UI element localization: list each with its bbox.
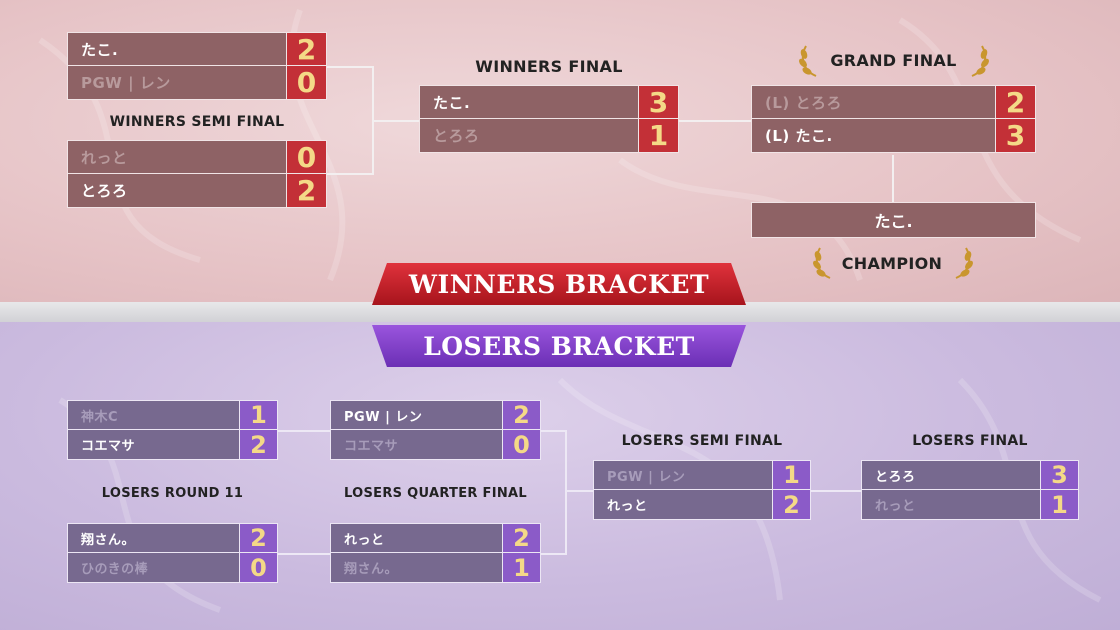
bracket-connector <box>278 430 330 432</box>
player-name: れっと <box>81 148 128 167</box>
laurel-right-icon <box>955 247 973 279</box>
player-name: 翔さん。 <box>344 562 399 577</box>
match-row: (L) たこ. 3 <box>751 119 1036 153</box>
player-score: 2 <box>502 401 540 429</box>
player-score: 1 <box>772 461 810 489</box>
losers-quarter-label: LOSERS QUARTER FINAL <box>344 486 527 501</box>
match-row: れっと 0 <box>67 140 327 174</box>
match-row: 神木C 1 <box>67 400 278 430</box>
losers-quarter-match-1: PGW | レン 2 コエマサ 0 <box>330 400 541 460</box>
player-name: PGW | レン <box>607 469 686 485</box>
player-score: 2 <box>239 524 277 552</box>
player-score: 1 <box>239 401 277 429</box>
champion-box: たこ. <box>751 202 1036 238</box>
player-score: 0 <box>502 430 540 459</box>
losers-semi-label: LOSERS SEMI FINAL <box>621 433 783 449</box>
winners-semi-label: WINNERS SEMI FINAL <box>109 114 285 130</box>
bracket-connector <box>811 490 861 492</box>
player-score: 2 <box>239 430 277 459</box>
match-row: 翔さん。 1 <box>330 553 541 583</box>
winners-semi-match-2: れっと 0 とろろ 2 <box>67 140 327 208</box>
laurel-left-icon <box>799 45 817 77</box>
bracket-connector <box>327 173 373 175</box>
player-name: PGW | レン <box>344 409 423 425</box>
match-row: とろろ 2 <box>67 174 327 208</box>
player-name: 翔さん。 <box>81 532 136 548</box>
match-row: とろろ 1 <box>419 119 679 153</box>
bracket-divider <box>0 302 1120 324</box>
player-name: たこ. <box>433 93 471 112</box>
player-name: ひのきの棒 <box>81 562 149 577</box>
grand-final-label: GRAND FINAL <box>830 51 957 70</box>
player-name: PGW | レン <box>81 74 171 92</box>
match-row: れっと 2 <box>593 490 811 520</box>
player-name: (L) とろろ <box>765 93 842 112</box>
grand-final-match: (L) とろろ 2 (L) たこ. 3 <box>751 85 1036 153</box>
player-name: とろろ <box>433 127 480 145</box>
player-score: 2 <box>502 524 540 552</box>
player-score: 2 <box>995 86 1035 119</box>
match-row: ひのきの棒 0 <box>67 553 278 583</box>
losers-bracket-banner: LOSERS BRACKET <box>372 325 746 367</box>
match-row: れっと 1 <box>861 490 1079 520</box>
bracket-connector <box>565 490 593 492</box>
player-name: コエマサ <box>344 439 399 454</box>
player-score: 0 <box>239 553 277 582</box>
player-score: 2 <box>772 490 810 519</box>
losers-round11-match-2: 翔さん。 2 ひのきの棒 0 <box>67 523 278 583</box>
player-score: 2 <box>286 174 326 207</box>
bracket-connector <box>565 430 567 555</box>
bracket-connector <box>892 155 894 202</box>
match-row: PGW | レン 0 <box>67 66 327 100</box>
player-name: (L) たこ. <box>765 127 833 145</box>
bracket-connector <box>541 553 566 555</box>
match-row: たこ. 3 <box>419 85 679 119</box>
laurel-left-icon <box>813 247 831 279</box>
bracket-connector <box>372 120 419 122</box>
winners-final-match: たこ. 3 とろろ 1 <box>419 85 679 153</box>
losers-final-label: LOSERS FINAL <box>912 433 1028 449</box>
match-row: PGW | レン 1 <box>593 460 811 490</box>
bracket-connector <box>679 120 751 122</box>
match-row: れっと 2 <box>330 523 541 553</box>
losers-round11-match-1: 神木C 1 コエマサ 2 <box>67 400 278 460</box>
player-name: れっと <box>607 499 648 514</box>
player-score: 1 <box>1040 490 1078 519</box>
winners-semi-match-1: たこ. 2 PGW | レン 0 <box>67 32 327 100</box>
player-score: 3 <box>1040 461 1078 489</box>
match-row: コエマサ 2 <box>67 430 278 460</box>
player-score: 1 <box>502 553 540 582</box>
losers-quarter-match-2: れっと 2 翔さん。 1 <box>330 523 541 583</box>
player-name: たこ. <box>81 40 119 59</box>
laurel-right-icon <box>971 45 989 77</box>
match-row: コエマサ 0 <box>330 430 541 460</box>
match-row: (L) とろろ 2 <box>751 85 1036 119</box>
player-score: 3 <box>995 119 1035 152</box>
player-score: 0 <box>286 141 326 174</box>
match-row: とろろ 3 <box>861 460 1079 490</box>
player-name: 神木C <box>81 409 119 425</box>
winners-bracket-banner: WINNERS BRACKET <box>372 263 746 305</box>
player-name: れっと <box>344 532 385 548</box>
player-name: コエマサ <box>81 439 136 454</box>
player-score: 3 <box>638 86 678 119</box>
bracket-connector <box>541 430 566 432</box>
losers-semi-match: PGW | レン 1 れっと 2 <box>593 460 811 520</box>
losers-round11-label: LOSERS ROUND 11 <box>101 486 244 501</box>
champion-label: CHAMPION <box>841 254 943 273</box>
bracket-connector <box>278 553 330 555</box>
bracket-connector <box>327 66 373 68</box>
winners-final-label: WINNERS FINAL <box>475 57 623 76</box>
player-score: 1 <box>638 119 678 152</box>
player-score: 2 <box>286 33 326 66</box>
player-score: 0 <box>286 66 326 99</box>
losers-final-match: とろろ 3 れっと 1 <box>861 460 1079 520</box>
match-row: たこ. 2 <box>67 32 327 66</box>
match-row: PGW | レン 2 <box>330 400 541 430</box>
player-name: とろろ <box>875 469 916 485</box>
player-name: れっと <box>875 499 916 514</box>
match-row: 翔さん。 2 <box>67 523 278 553</box>
player-name: とろろ <box>81 182 128 200</box>
